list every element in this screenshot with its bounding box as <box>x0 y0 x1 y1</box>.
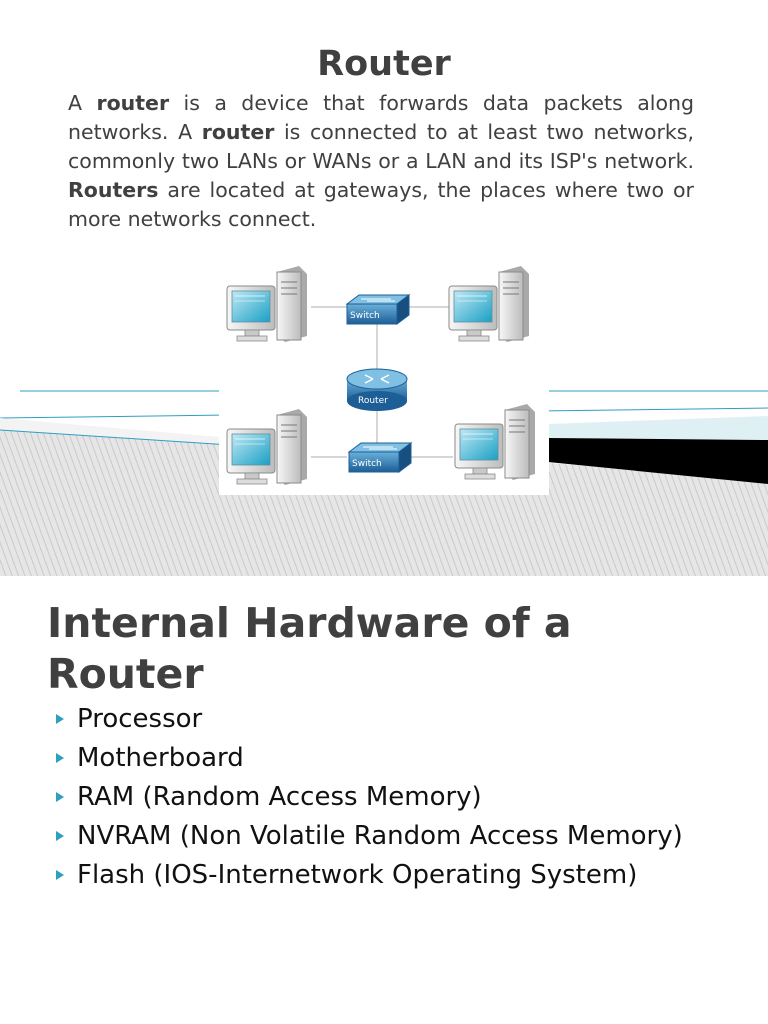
switch-bottom-label: Switch <box>352 459 382 469</box>
bold-term: Routers <box>68 178 159 202</box>
list-item: RAM (Random Access Memory) <box>52 780 752 814</box>
switch-top-label: Switch <box>350 311 380 321</box>
connection-lines <box>311 306 453 458</box>
router-label: Router <box>358 396 388 406</box>
network-diagram: Switch Router Switch <box>219 262 549 495</box>
triangle-bullet-icon <box>56 714 64 724</box>
switch-icon-bottom: Switch <box>347 442 413 473</box>
computer-icon-bottom-right <box>454 403 536 481</box>
slide-router-overview: Router A router is a device that forward… <box>0 44 768 576</box>
paragraph-text: A <box>68 91 97 115</box>
list-item: NVRAM (Non Volatile Random Access Memory… <box>52 819 752 853</box>
bold-term: router <box>201 120 275 144</box>
paragraph-text: is connected to at least two networks, c… <box>68 120 694 173</box>
triangle-bullet-icon <box>56 753 64 763</box>
slide-title: Internal Hardware of a Router <box>47 599 572 698</box>
router-description: A router is a device that forwards data … <box>68 89 694 234</box>
list-item-text: NVRAM (Non Volatile Random Access Memory… <box>77 821 683 851</box>
texture-band <box>0 420 768 576</box>
bold-term: router <box>96 91 170 115</box>
slide-title: Router <box>317 44 451 84</box>
background-texture <box>0 390 768 576</box>
computer-icon-bottom-left <box>226 408 308 486</box>
list-item: Processor <box>52 702 752 736</box>
list-item: Flash (IOS-Internetwork Operating System… <box>52 858 752 892</box>
switch-icon-top: Switch <box>345 294 411 325</box>
wedge-left <box>0 418 230 445</box>
paragraph-text: is a device that forwards data packets a… <box>68 91 694 144</box>
band-dark <box>548 438 768 484</box>
list-item-text: Flash (IOS-Internetwork Operating System… <box>77 860 638 890</box>
list-item: Motherboard <box>52 741 752 775</box>
router-icon: Router <box>346 368 408 411</box>
triangle-bullet-icon <box>56 831 64 841</box>
band-light <box>548 416 768 440</box>
list-item-text: Motherboard <box>77 743 244 773</box>
triangle-bullet-icon <box>56 870 64 880</box>
triangle-bullet-icon <box>56 792 64 802</box>
list-item-text: RAM (Random Access Memory) <box>77 782 482 812</box>
computer-icon-top-left <box>226 265 308 343</box>
paragraph-text: are located at gateways, the places wher… <box>68 178 694 231</box>
list-item-text: Processor <box>77 704 203 734</box>
computer-icon-top-right <box>448 265 530 343</box>
